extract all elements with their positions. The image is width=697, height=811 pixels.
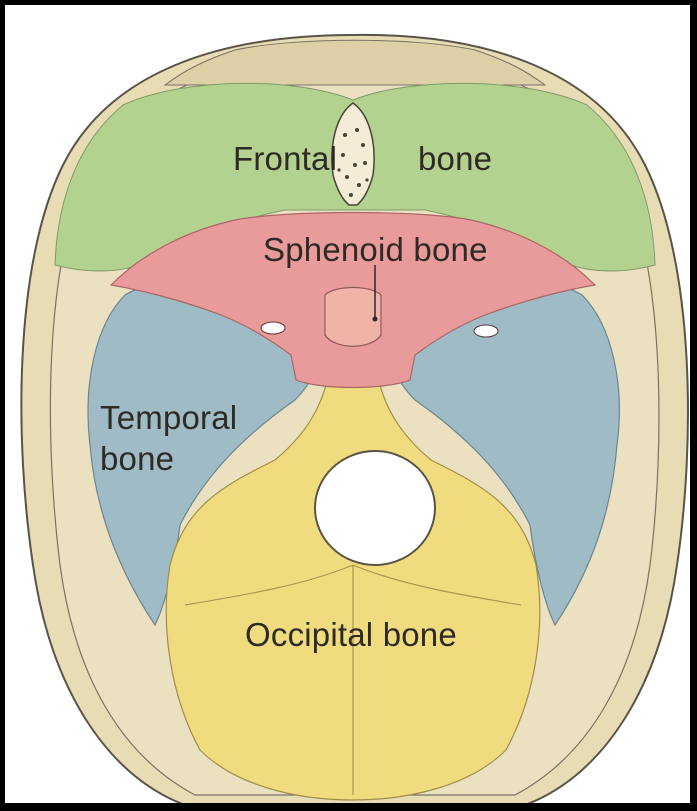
label-frontal-part2: bone	[418, 142, 492, 175]
label-frontal-part1: Frontal	[233, 142, 337, 175]
label-temporal-line1: Temporal	[100, 401, 237, 434]
sphenoid-pointer-dot	[373, 317, 378, 322]
label-occipital: Occipital bone	[245, 618, 457, 651]
foramen-left	[261, 322, 285, 334]
foramen-right	[474, 325, 498, 337]
sella-turcica	[325, 288, 381, 347]
frontal-sinus-area	[165, 40, 545, 85]
foramen-magnum	[315, 451, 435, 565]
label-sphenoid: Sphenoid bone	[263, 233, 488, 266]
label-temporal-line2: bone	[100, 442, 174, 475]
